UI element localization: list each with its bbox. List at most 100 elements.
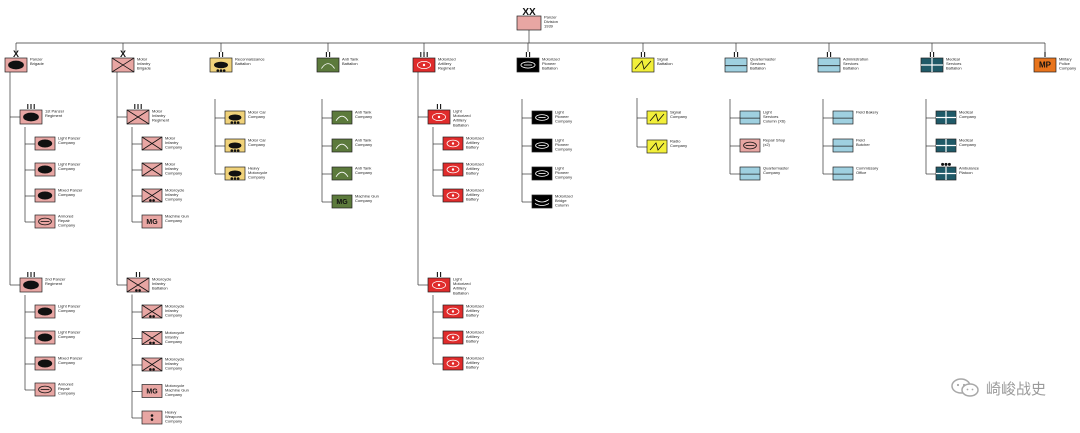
watermark: 崎峻战史 <box>950 377 1046 399</box>
unit-symbol <box>739 110 761 125</box>
unit-symbol <box>331 166 353 181</box>
unit-symbol <box>516 15 542 31</box>
unit-symbol <box>832 110 854 125</box>
unit-symbol <box>832 166 854 181</box>
svg-text:MG: MG <box>336 199 348 206</box>
unit-symbol <box>739 166 761 181</box>
svg-text:MP: MP <box>1039 61 1052 70</box>
svg-text:XX: XX <box>522 7 536 18</box>
unit-symbol <box>331 194 353 209</box>
unit-symbol <box>724 57 748 73</box>
svg-text:MG: MG <box>146 388 158 395</box>
svg-text:MG: MG <box>146 219 158 226</box>
unit-supply: Field Bakery <box>832 110 878 125</box>
unit-symbol <box>316 57 340 73</box>
wechat-icon <box>950 377 980 399</box>
unit-symbol <box>141 410 163 425</box>
unit-symbol <box>331 110 353 125</box>
svg-text:X: X <box>120 49 126 59</box>
svg-text:X: X <box>13 49 19 59</box>
